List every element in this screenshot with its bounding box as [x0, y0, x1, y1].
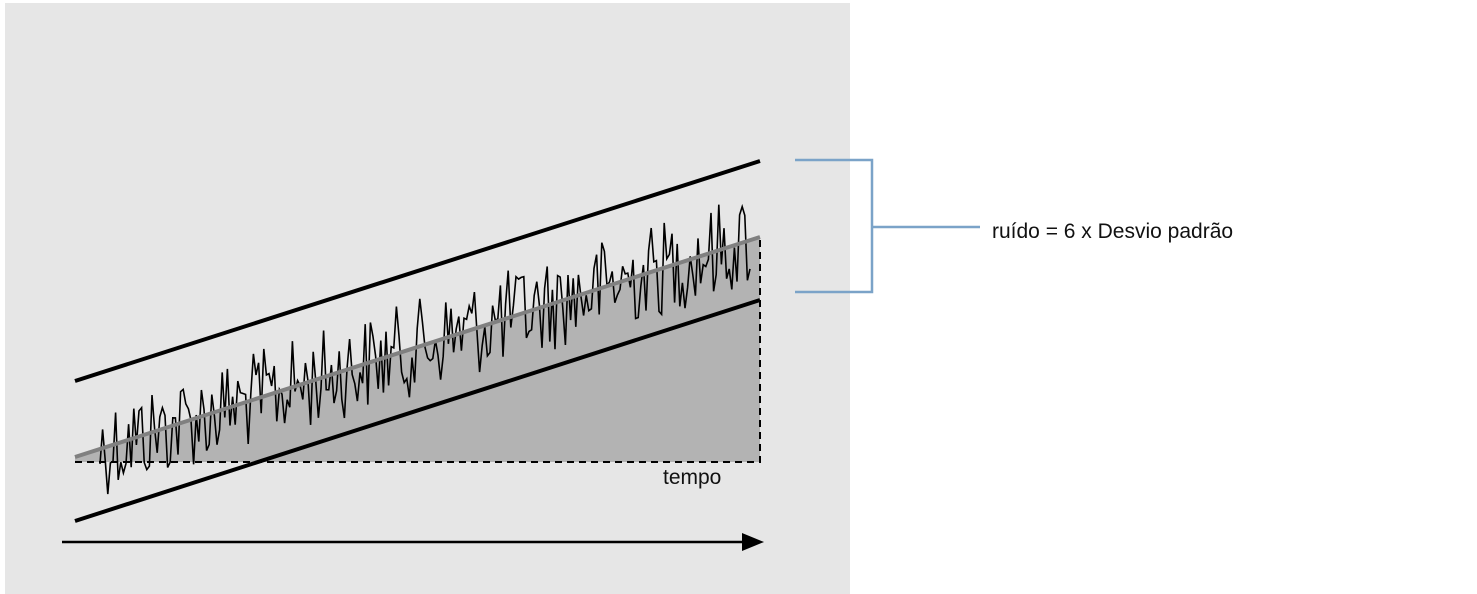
noisy-signal	[99, 203, 751, 495]
axis-label-tempo: tempo	[663, 466, 721, 489]
noise-annotation: ruído = 6 x Desvio padrão	[992, 220, 1233, 243]
upper-envelope-line	[74, 159, 761, 383]
baseline-dashed	[75, 237, 761, 463]
time-axis-arrowhead	[742, 533, 764, 551]
trend-line	[74, 235, 761, 459]
lower-envelope-line	[74, 298, 761, 523]
